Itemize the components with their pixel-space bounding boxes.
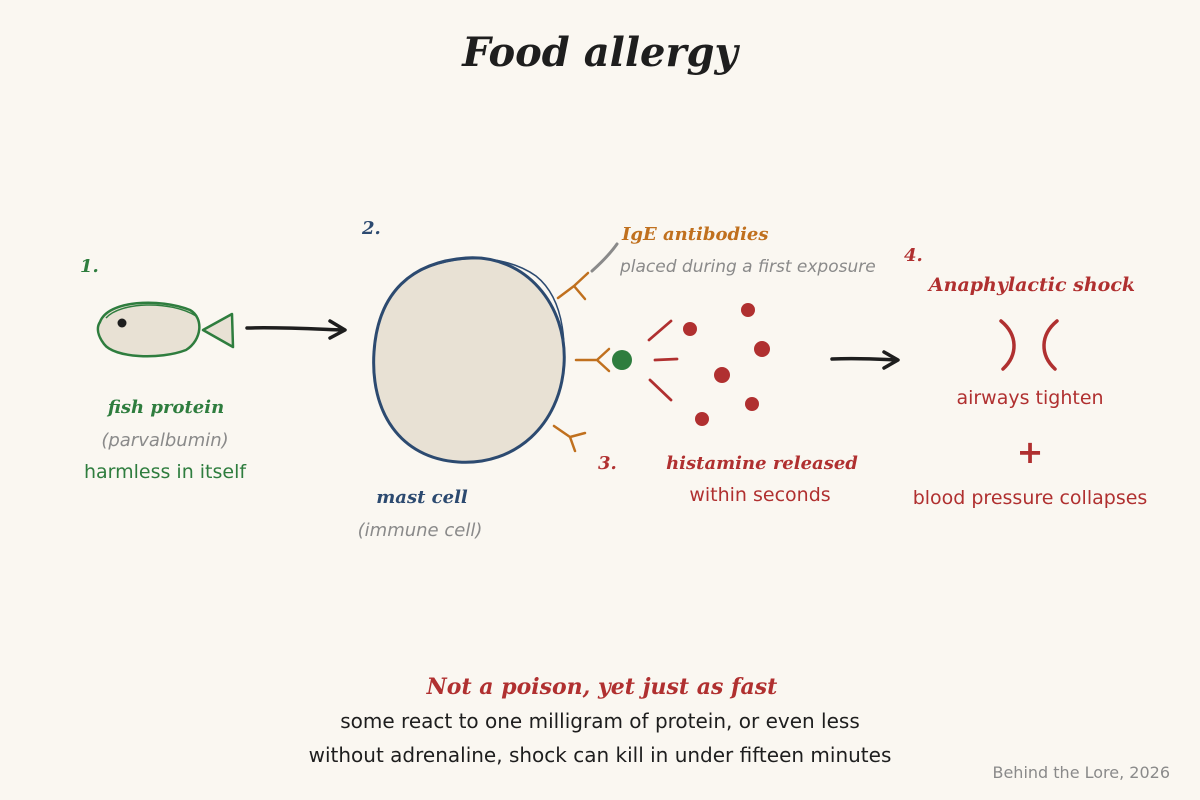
mast-cell-label: mast cell [376,487,468,508]
step-2-number: 2. [361,218,381,239]
histamine-label: histamine released [666,453,858,474]
step-4-number: 4. [904,245,923,266]
arrow-histamine-to-shock [830,350,900,370]
airways-tighten-text: airways tighten [956,387,1103,409]
ige-antibodies-note: placed during a first exposure [619,257,876,277]
footer-line-1: some react to one milligram of protein, … [340,709,860,733]
bound-allergen-icon [612,350,632,370]
fish-icon [96,301,235,358]
ige-antibody-icon [552,271,611,453]
step-1-number: 1. [80,256,99,277]
antibody-pointer-line [590,242,619,273]
footer-line-2: without adrenaline, shock can kill in un… [309,743,892,767]
step-3-number: 3. [598,453,617,474]
plus-sign: + [1017,433,1044,471]
anaphylactic-shock-label: Anaphylactic shock [927,274,1135,296]
footer-headline: Not a poison, yet just as fast [426,674,778,700]
fish-protein-label: fish protein [106,397,224,418]
burst-lines-icon [647,319,679,402]
mast-cell-sublabel: (immune cell) [358,520,483,541]
histamine-granules-icon [683,303,770,426]
fish-protein-sublabel: (parvalbumin) [101,430,228,451]
fish-protein-note: harmless in itself [84,461,247,483]
credit: Behind the Lore, 2026 [992,763,1170,782]
mast-cell-icon [372,256,566,464]
histamine-note: within seconds [689,484,830,506]
arrow-fish-to-cell [245,319,347,340]
ige-antibodies-label: IgE antibodies [621,224,769,245]
page-title: Food allergy [461,29,740,76]
narrowed-airway-icon [999,319,1059,371]
blood-pressure-text: blood pressure collapses [913,487,1148,509]
